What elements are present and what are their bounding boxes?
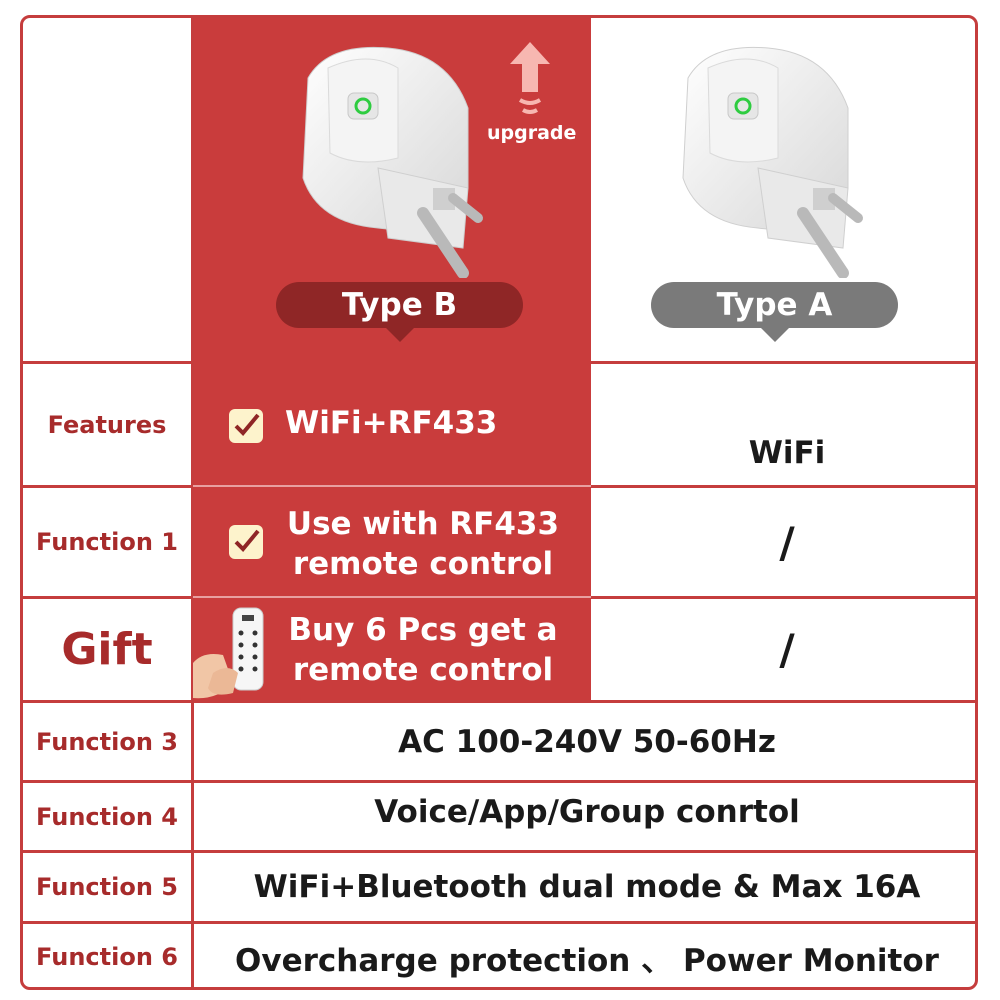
red-row-divider: [193, 596, 591, 598]
function-3-value: AC 100-240V 50-60Hz: [398, 723, 776, 760]
comparison-table: upgrade Type B Type A Features WiFi+RF43…: [20, 15, 978, 990]
type-a-label: Type A: [716, 287, 833, 323]
column-divider-left: [191, 18, 194, 987]
row-divider: [23, 700, 975, 703]
function-1-line-2: remote control: [292, 546, 554, 582]
row-label-function-6: Function 6: [36, 943, 178, 971]
features-type-b: WiFi+RF433: [285, 404, 498, 441]
function-1-type-a: /: [779, 517, 795, 567]
remote-control-image: [193, 607, 264, 699]
type-b-tag: Type B: [276, 282, 523, 342]
upgrade-label: upgrade: [487, 122, 577, 144]
function-4-value: Voice/App/Group conrtol: [374, 793, 800, 830]
gift-type-a: /: [779, 625, 795, 674]
row-label-function-1: Function 1: [36, 528, 178, 556]
function-6-value: Overcharge protection 、 Power Monitor: [235, 942, 939, 979]
row-label-function-5: Function 5: [36, 873, 178, 901]
row-label-function-4: Function 4: [36, 802, 178, 831]
row-divider: [591, 361, 975, 364]
checkmark-icon: [229, 525, 263, 559]
features-type-a: WiFi: [748, 435, 826, 471]
checkmark-icon: [229, 409, 263, 443]
row-label-features: Features: [47, 410, 167, 439]
row-divider: [591, 485, 975, 488]
row-label-function-3: Function 3: [36, 727, 178, 756]
function-1-line-1: Use with RF433: [286, 505, 560, 542]
row-divider: [591, 596, 975, 599]
function-5-value: WiFi+Bluetooth dual mode & Max 16A: [253, 869, 921, 905]
smart-plug-image: [302, 46, 483, 278]
row-label-gift: Gift: [61, 624, 153, 675]
gift-line-2: remote control: [292, 652, 554, 688]
type-a-tag: Type A: [651, 282, 898, 342]
row-divider: [23, 850, 975, 853]
row-divider: [23, 361, 193, 364]
function-1-type-b: Use with RF433 remote control: [278, 502, 568, 586]
smart-plug-image: [682, 46, 863, 278]
row-divider: [23, 921, 975, 924]
row-divider: [23, 596, 193, 599]
gift-line-1: Buy 6 Pcs get a: [288, 611, 558, 648]
row-divider: [23, 780, 975, 783]
row-divider: [23, 485, 193, 488]
gift-type-b: Buy 6 Pcs get a remote control: [278, 608, 568, 692]
type-b-label: Type B: [341, 287, 458, 323]
red-row-divider: [193, 485, 591, 487]
upgrade-arrow-icon: [510, 42, 550, 114]
